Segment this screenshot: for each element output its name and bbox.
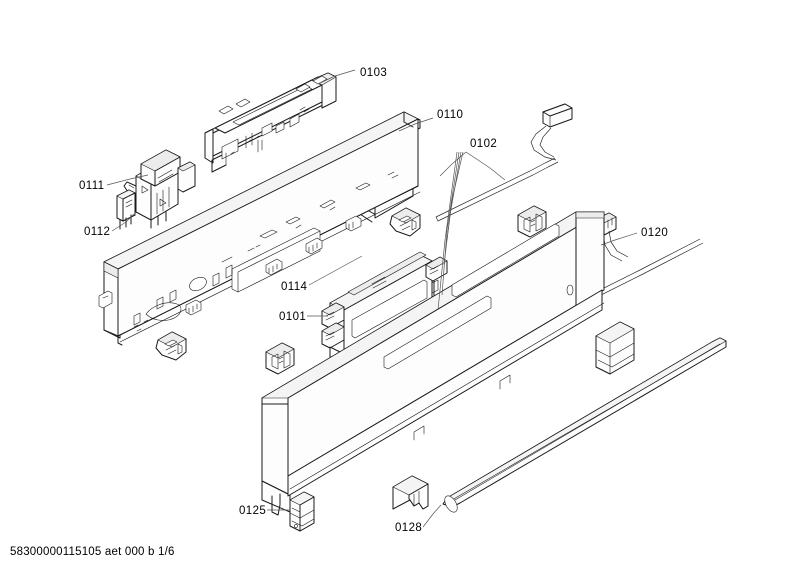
part-handle-end-cap bbox=[392, 475, 429, 510]
label-layer: 0103 0110 0102 0111 0112 0120 bbox=[79, 67, 668, 534]
label-group-0120: 0120 bbox=[600, 227, 668, 246]
part-retaining-clip-top bbox=[389, 207, 421, 237]
label-group-0125: 0125 bbox=[239, 505, 290, 517]
leader-line-0128 bbox=[422, 504, 442, 528]
document-footer-code: 58300000115105 aet 000 b 1/6 bbox=[10, 546, 175, 558]
part-retaining-clip-lower-left bbox=[265, 342, 295, 375]
leader-line-0120 bbox=[600, 232, 638, 246]
leader-line-0102-f bbox=[437, 151, 458, 311]
label-group-0114: 0114 bbox=[281, 255, 363, 293]
leader-line-0103 bbox=[317, 69, 356, 85]
leader-line-0110 bbox=[398, 117, 434, 132]
label-group-0103: 0103 bbox=[317, 67, 387, 85]
leader-line-0102-b bbox=[465, 151, 506, 181]
part-handle-bar bbox=[442, 337, 727, 513]
leader-line-0102-e bbox=[441, 151, 460, 296]
label-0101: 0101 bbox=[279, 311, 306, 323]
part-retaining-clip-right bbox=[517, 205, 547, 238]
part-display-module bbox=[321, 251, 448, 363]
label-group-0111: 0111 bbox=[79, 174, 149, 192]
label-0128: 0128 bbox=[395, 522, 422, 534]
label-0120: 0120 bbox=[641, 227, 668, 239]
leader-line-0102-d bbox=[443, 151, 462, 266]
part-control-panel-frame bbox=[98, 111, 421, 346]
label-group-0102: 0102 bbox=[437, 138, 506, 311]
part-end-cap-left bbox=[289, 491, 315, 532]
part-retaining-clip-left bbox=[155, 331, 187, 361]
label-group-0128: 0128 bbox=[395, 504, 442, 534]
label-0125: 0125 bbox=[239, 505, 266, 517]
leader-line-0111 bbox=[106, 174, 149, 186]
label-0102: 0102 bbox=[470, 138, 497, 150]
part-control-pcb-module bbox=[204, 72, 337, 173]
leader-line-0102 bbox=[439, 151, 467, 177]
part-front-panel bbox=[261, 211, 635, 516]
label-0114: 0114 bbox=[281, 281, 308, 293]
label-0112: 0112 bbox=[84, 226, 110, 238]
leader-line-0114 bbox=[308, 255, 363, 286]
part-door-switch bbox=[116, 189, 136, 230]
label-0111: 0111 bbox=[79, 180, 104, 192]
label-group-0110: 0110 bbox=[398, 109, 463, 132]
label-group-0101: 0101 bbox=[279, 311, 328, 323]
leader-line-0112 bbox=[111, 213, 135, 232]
label-0103: 0103 bbox=[360, 67, 387, 79]
part-door-lock-assembly bbox=[123, 149, 196, 229]
label-group-0112: 0112 bbox=[84, 213, 135, 238]
label-0110: 0110 bbox=[437, 109, 463, 121]
